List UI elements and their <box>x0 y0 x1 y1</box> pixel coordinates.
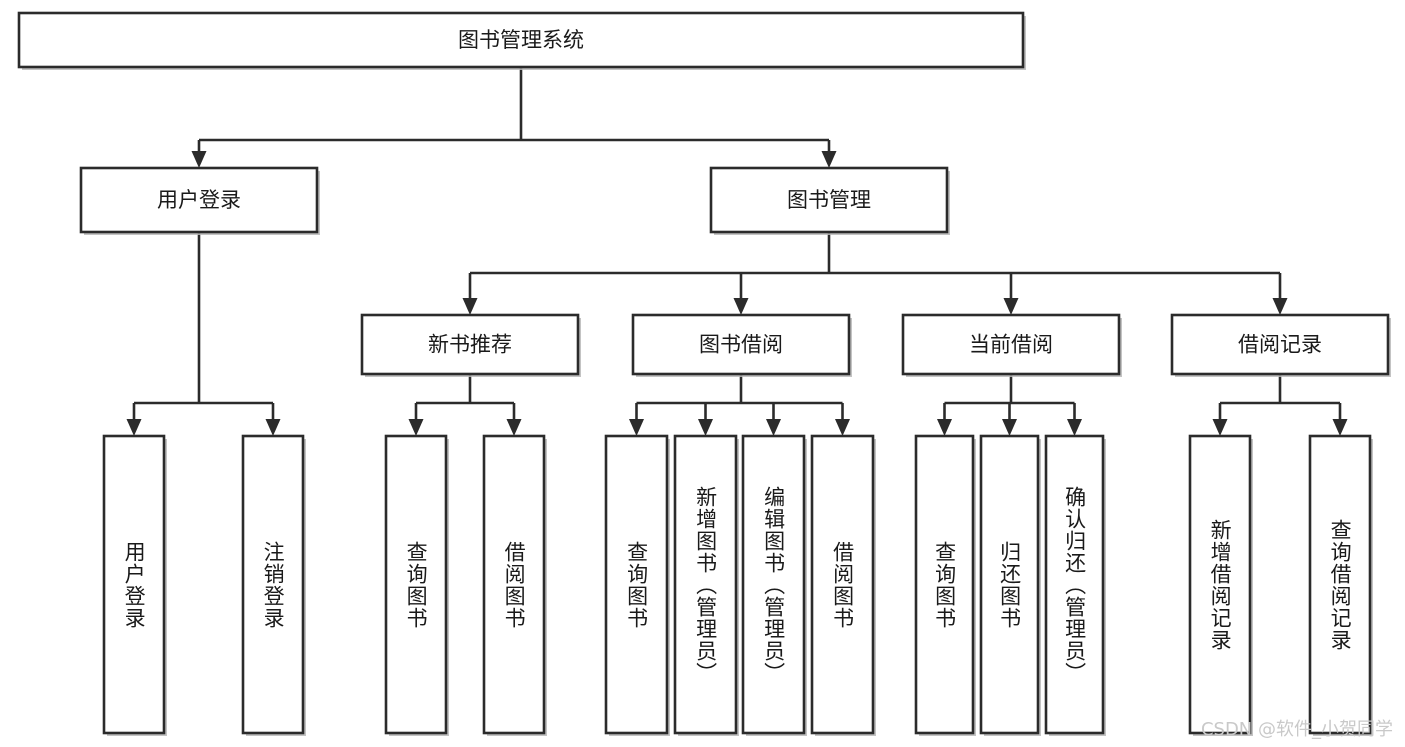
node-box-查询图书-leaf2[interactable] <box>384 434 448 735</box>
boxes-layer <box>17 11 1391 736</box>
node-box-查询借阅记录-leaf12[interactable] <box>1308 434 1372 735</box>
node-box-编辑图书管理员-leaf6[interactable] <box>741 434 806 735</box>
node-box-用户登录-leaf0[interactable] <box>102 434 166 735</box>
arrow-head-icon <box>1212 419 1228 436</box>
arrow-head-icon <box>126 419 142 436</box>
node-box-图书管理-l11[interactable] <box>709 166 949 234</box>
node-label-借阅记录: 借阅记录 <box>1238 333 1322 357</box>
node-label-图书管理: 图书管理 <box>787 188 871 212</box>
watermark-text: CSDN @软件_小贺同学 <box>1200 719 1393 740</box>
node-box-图书借阅-l21[interactable] <box>631 313 851 376</box>
node-label-图书借阅: 图书借阅 <box>699 333 783 357</box>
arrow-head-icon <box>1067 419 1082 436</box>
arrow-head-icon <box>462 298 478 315</box>
arrow-head-icon <box>821 151 837 168</box>
node-box-新增借阅记录-leaf11[interactable] <box>1188 434 1252 735</box>
node-box-当前借阅-l22[interactable] <box>901 313 1121 376</box>
arrow-head-icon <box>835 419 850 436</box>
arrow-head-icon <box>1332 419 1348 436</box>
arrow-head-icon <box>629 419 644 436</box>
node-box-新书推荐-l20[interactable] <box>360 313 580 376</box>
arrow-head-icon <box>937 419 952 436</box>
node-box-图书管理系统-root0[interactable] <box>17 11 1025 69</box>
arrow-head-icon <box>191 151 207 168</box>
node-box-查询图书-leaf4[interactable] <box>604 434 669 735</box>
arrow-head-icon <box>698 419 713 436</box>
node-box-借阅记录-l23[interactable] <box>1170 313 1390 376</box>
node-box-借阅图书-leaf3[interactable] <box>482 434 546 735</box>
arrow-head-icon <box>506 419 522 436</box>
node-box-查询图书-leaf8[interactable] <box>914 434 975 735</box>
arrow-head-icon <box>1002 419 1017 436</box>
connectors-layer <box>126 67 1348 436</box>
node-label-图书管理系统: 图书管理系统 <box>458 28 584 52</box>
node-box-确认归还管理员-leaf10[interactable] <box>1044 434 1105 735</box>
node-box-注销登录-leaf1[interactable] <box>241 434 305 735</box>
arrow-head-icon <box>733 298 749 315</box>
node-box-用户登录-l10[interactable] <box>79 166 319 234</box>
node-box-归还图书-leaf9[interactable] <box>979 434 1040 735</box>
node-label-新书推荐: 新书推荐 <box>428 333 512 357</box>
arrow-head-icon <box>1003 298 1019 315</box>
arrow-head-icon <box>265 419 281 436</box>
arrow-head-icon <box>408 419 424 436</box>
arrow-head-icon <box>1272 298 1288 315</box>
node-label-当前借阅: 当前借阅 <box>969 333 1053 357</box>
node-box-借阅图书-leaf7[interactable] <box>810 434 875 735</box>
arrow-head-icon <box>766 419 781 436</box>
node-box-新增图书管理员-leaf5[interactable] <box>673 434 738 735</box>
node-label-用户登录: 用户登录 <box>157 188 241 212</box>
